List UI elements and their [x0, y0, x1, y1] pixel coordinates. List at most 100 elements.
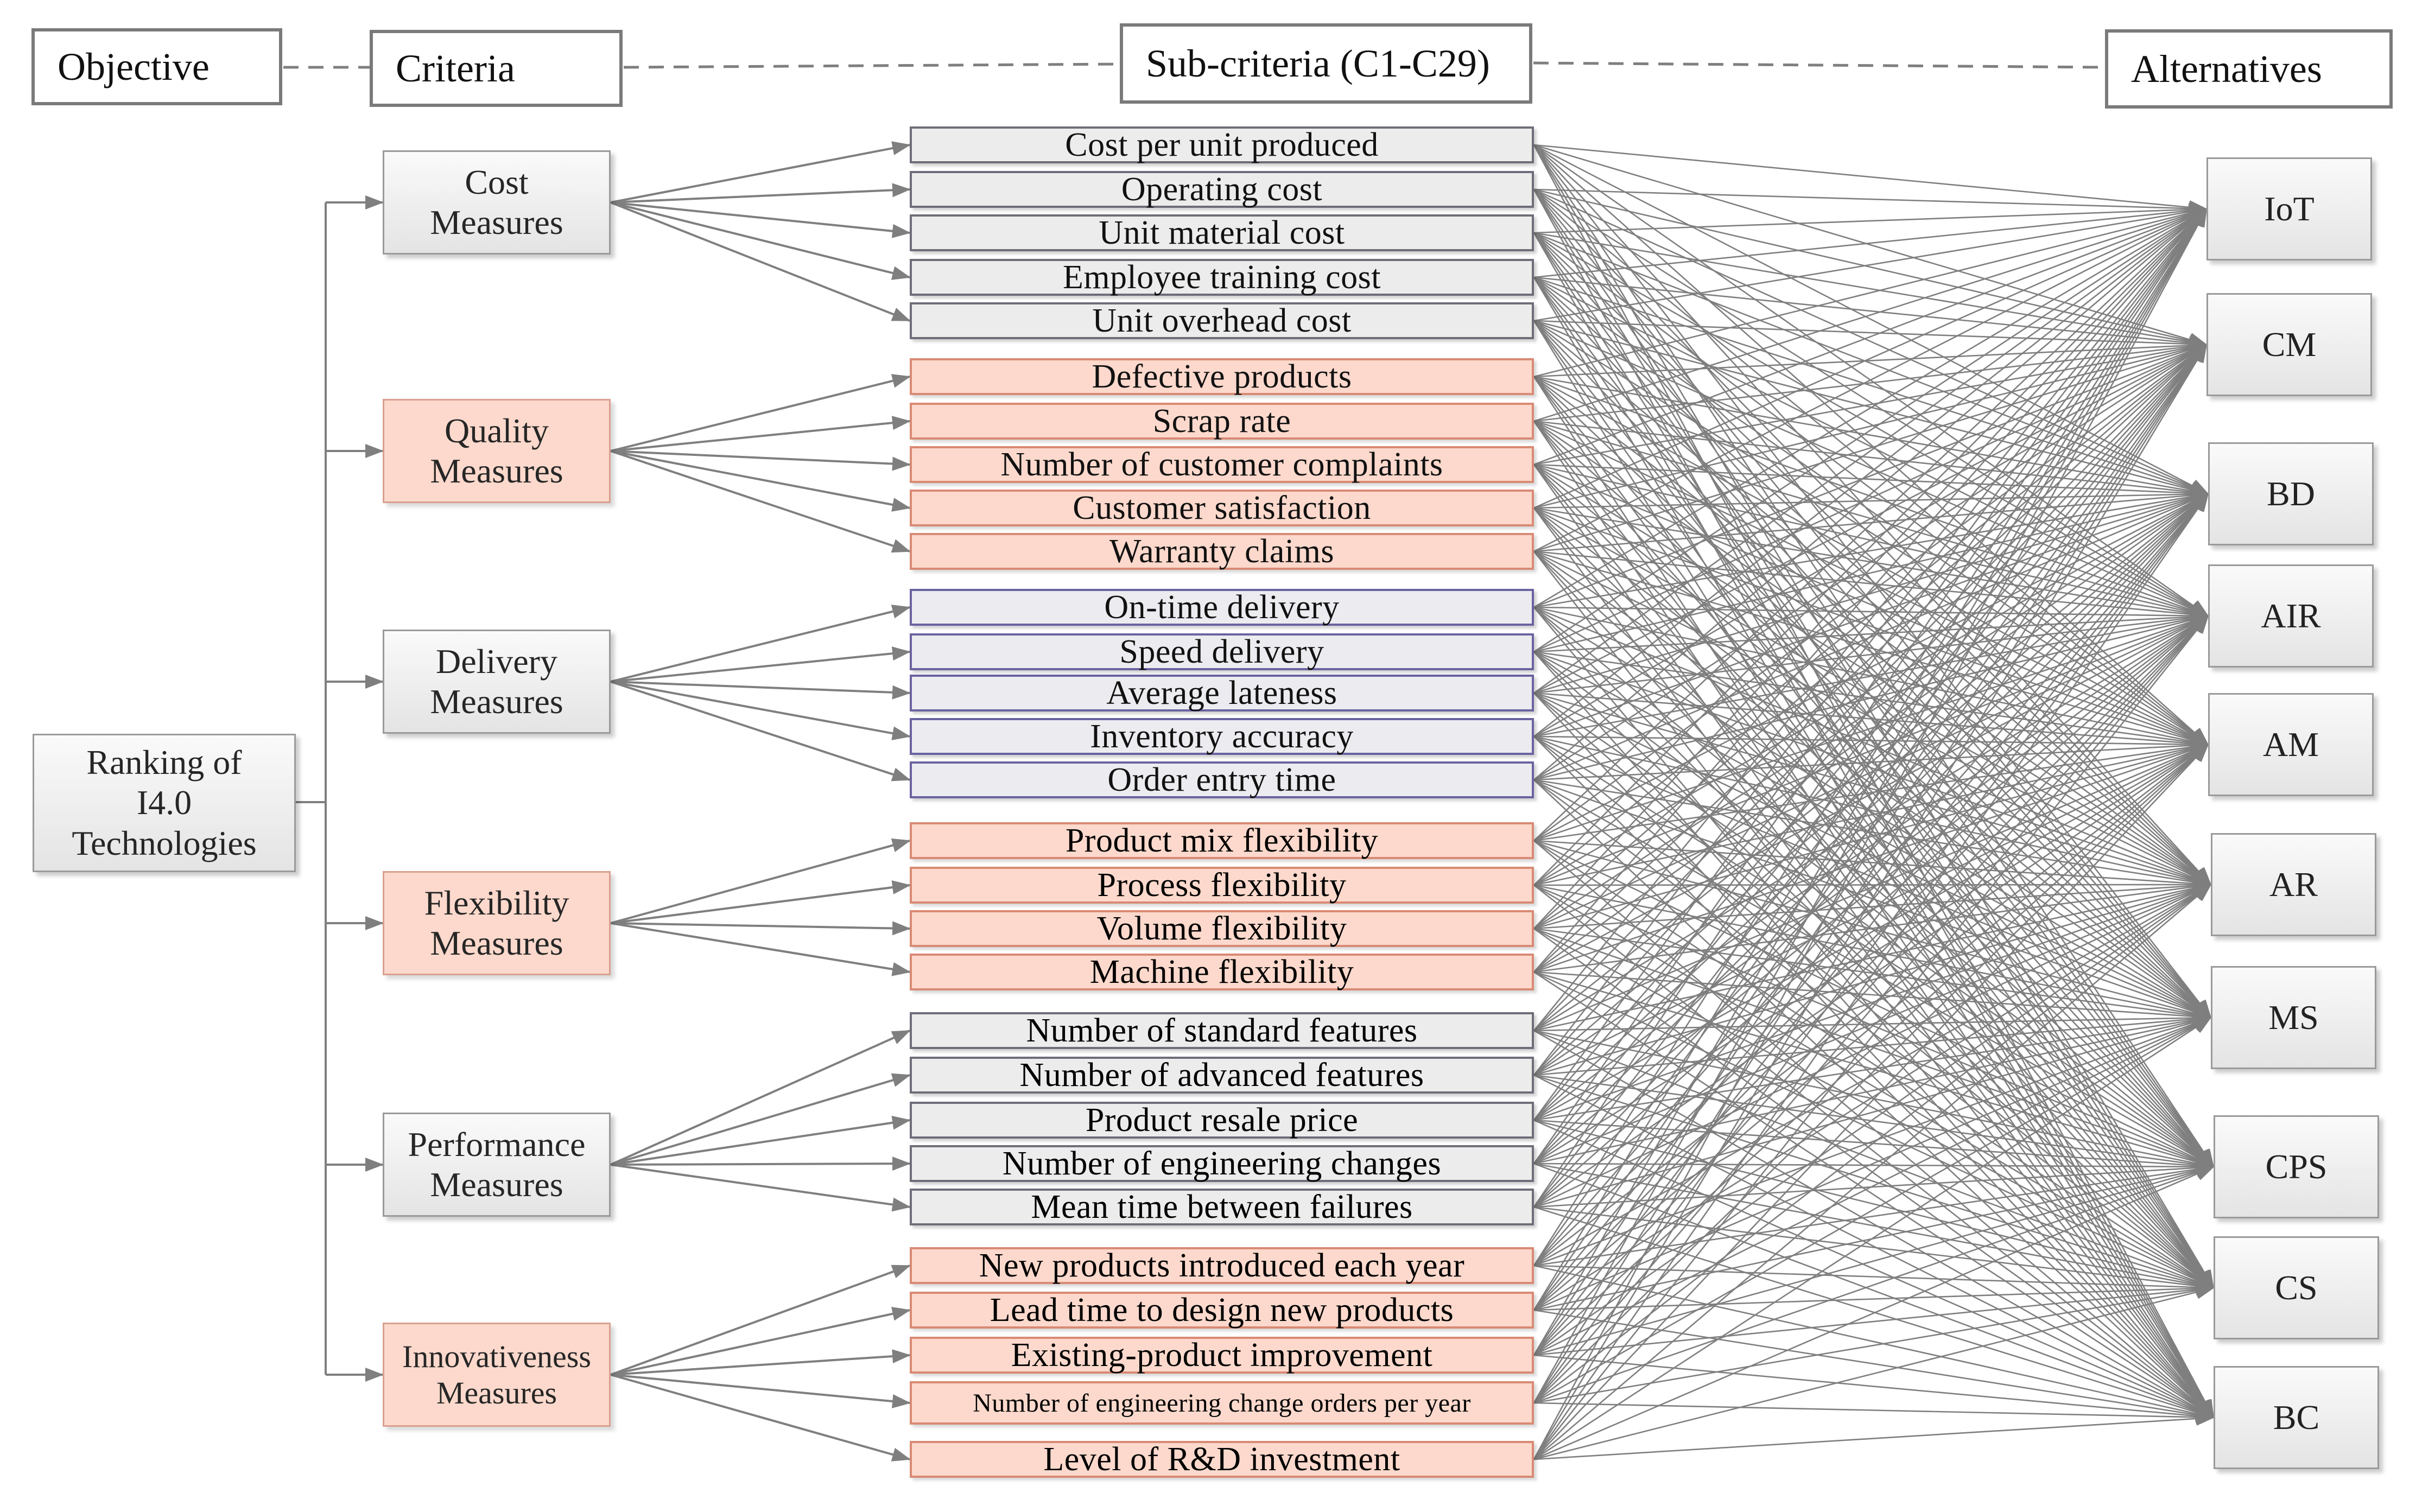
alt-link-c24-cps: [1533, 1160, 2215, 1208]
alt-link-c27-bd: [1533, 493, 2209, 1356]
alternative-box-am: AM: [2208, 693, 2374, 796]
sub-arrow-c12: [610, 646, 911, 683]
alt-link-c16-air: [1533, 614, 2209, 842]
sub-arrow-c9: [610, 450, 911, 512]
alt-link-c18-bd: [1533, 493, 2209, 930]
alt-link-c21-iot: [1533, 208, 2208, 1076]
criterion-box-quality: Quality Measures: [383, 399, 611, 503]
alt-link-c29-cps: [1533, 1166, 2215, 1460]
alt-link-c25-am: [1533, 744, 2209, 1267]
alt-link-c24-ar: [1533, 884, 2212, 1208]
alt-link-c8-iot: [1533, 208, 2208, 466]
alt-link-c7-bd: [1533, 420, 2209, 499]
alt-link-c1-bd: [1533, 144, 2209, 495]
alt-link-c20-ar: [1533, 881, 2212, 1032]
alt-link-c12-cm: [1533, 344, 2208, 653]
header-criteria: Criteria: [370, 30, 623, 107]
alt-link-c10-iot: [1533, 208, 2208, 552]
alt-link-c29-am: [1533, 744, 2209, 1460]
sub-arrow-c18: [610, 921, 911, 936]
sub-arrow-c19: [610, 922, 911, 976]
alt-link-c17-bc: [1533, 884, 2215, 1419]
sub-arrow-c23: [610, 1157, 911, 1171]
alt-link-c7-iot: [1533, 207, 2208, 422]
alt-link-c10-ms: [1533, 550, 2212, 1019]
sub-arrow-c14: [610, 681, 911, 741]
sub-arrow-c16: [610, 838, 911, 924]
sub-arrow-c8: [610, 450, 911, 471]
alt-link-c1-cs: [1533, 144, 2215, 1289]
alt-link-c3-bd: [1533, 232, 2209, 495]
sub-arrow-c7: [610, 416, 911, 452]
alt-link-c8-bc: [1533, 464, 2215, 1419]
alt-link-c13-cm: [1533, 344, 2208, 694]
alt-link-c17-am: [1533, 741, 2209, 886]
alt-link-c20-bd: [1533, 493, 2209, 1032]
alt-link-c3-iot: [1533, 202, 2208, 234]
alt-link-c19-bc: [1533, 971, 2215, 1419]
alt-link-c18-cm: [1533, 344, 2208, 929]
alt-link-c21-am: [1533, 744, 2209, 1076]
alt-link-c17-ms: [1533, 884, 2212, 1021]
alt-link-c14-bc: [1533, 736, 2215, 1419]
alt-link-c10-cs: [1533, 551, 2215, 1289]
alt-link-c16-iot: [1533, 208, 2208, 841]
sub-arrow-c2: [610, 183, 911, 204]
alt-link-c19-cps: [1533, 971, 2215, 1169]
alt-link-c1-iot: [1533, 144, 2208, 214]
alt-link-c16-bd: [1533, 493, 2209, 842]
alt-link-c25-bd: [1533, 493, 2209, 1266]
alt-link-c11-iot: [1533, 208, 2208, 608]
sub-arrow-c20: [610, 1030, 911, 1166]
alt-link-c7-ar: [1533, 420, 2212, 886]
sub-arrow-c29: [610, 1374, 911, 1462]
alt-link-c25-cs: [1533, 1265, 2215, 1294]
alt-link-c7-cm: [1533, 339, 2208, 422]
alt-link-c4-am: [1533, 276, 2209, 746]
subcriterion-box-c28: Number of engineering change orders per …: [910, 1381, 1534, 1425]
sub-arrow-c24: [610, 1164, 911, 1212]
sub-arrow-c1: [610, 141, 911, 204]
alt-link-c21-bd: [1533, 493, 2209, 1076]
subcriterion-box-c25: New products introduced each year: [910, 1247, 1534, 1284]
subcriterion-box-c29: Level of R&D investment: [910, 1441, 1534, 1478]
alt-link-c29-ar: [1533, 884, 2212, 1460]
alt-link-c23-ar: [1533, 884, 2212, 1165]
subcriterion-box-c5: Unit overhead cost: [910, 302, 1534, 339]
sub-arrow-c25: [610, 1265, 911, 1376]
sub-arrow-c15: [610, 681, 911, 782]
alt-link-c14-bd: [1533, 493, 2209, 738]
alternative-box-cm: CM: [2206, 293, 2372, 396]
sub-arrow-c5: [610, 201, 911, 322]
alt-link-c28-bc: [1533, 1402, 2215, 1425]
alt-link-c23-bc: [1533, 1162, 2215, 1419]
alt-link-c15-air: [1533, 613, 2209, 781]
subcriterion-box-c21: Number of advanced features: [910, 1057, 1534, 1094]
alt-link-c23-bd: [1533, 493, 2209, 1164]
alt-link-c20-cm: [1533, 344, 2208, 1031]
alt-link-c20-cs: [1533, 1030, 2215, 1289]
alt-link-c26-am: [1533, 744, 2209, 1311]
alt-link-c10-cm: [1533, 342, 2208, 552]
alt-link-c16-bc: [1533, 840, 2215, 1419]
sub-arrow-c17: [610, 880, 911, 924]
alt-link-c8-cps: [1533, 464, 2215, 1168]
alt-link-c22-ms: [1533, 1013, 2212, 1121]
alt-link-c6-bd: [1533, 376, 2209, 498]
alternative-box-iot: IoT: [2206, 157, 2372, 261]
alt-link-c27-cs: [1533, 1282, 2215, 1356]
header-objective: Objective: [31, 28, 282, 105]
alt-link-c24-cs: [1533, 1206, 2215, 1293]
alt-link-c17-cm: [1533, 344, 2208, 886]
alt-link-c19-ms: [1533, 971, 2212, 1024]
alt-link-c9-ar: [1533, 507, 2212, 886]
alt-link-c22-cm: [1533, 344, 2208, 1121]
alt-link-c14-iot: [1533, 208, 2208, 738]
subcriterion-box-c13: Average lateness: [910, 675, 1534, 711]
alt-link-c27-cm: [1533, 344, 2208, 1356]
alt-link-c2-cs: [1533, 189, 2215, 1289]
alt-link-c9-am: [1533, 507, 2209, 746]
subcriterion-box-c15: Order entry time: [910, 761, 1534, 798]
alt-link-c29-bd: [1533, 493, 2209, 1460]
alt-link-c11-ar: [1533, 606, 2212, 886]
